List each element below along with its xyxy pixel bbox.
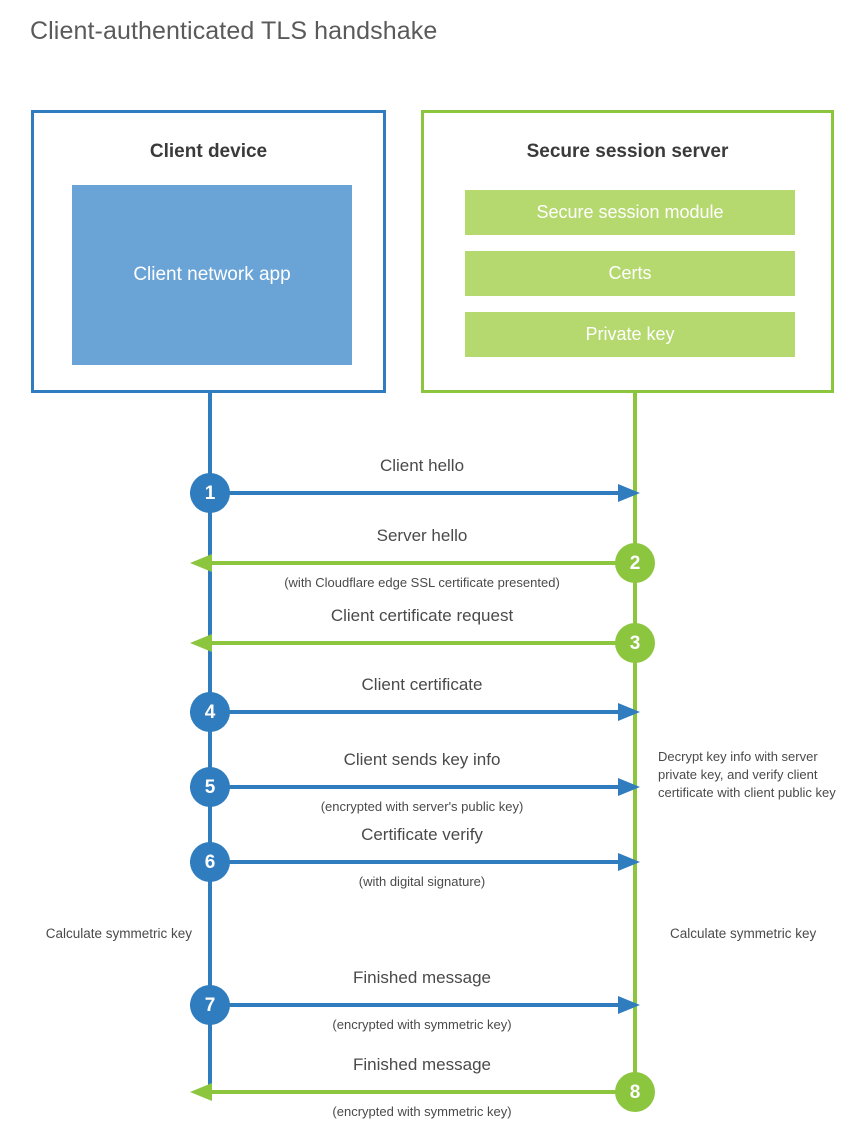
arrow-left-icon [190,634,640,652]
step-badge-4: 4 [190,692,230,732]
server-module-secure-session: Secure session module [465,190,795,235]
client-device-title: Client device [149,141,268,162]
message-5-label: Client sends key info [343,750,501,769]
message-6-sublabel: (with digital signature) [358,874,486,889]
note-decrypt-key-info: Decrypt key info with server private key… [658,749,836,800]
message-7-label: Finished message [353,968,491,987]
note-calculate-symmetric-key-client: Calculate symmetric key [45,926,192,941]
step-badge-7: 7 [190,985,230,1025]
arrow-right-icon [190,853,640,871]
message-8-sublabel: (encrypted with symmetric key) [332,1104,512,1119]
step-badge-2: 2 [615,543,655,583]
page-title: Client-authenticated TLS handshake [30,17,438,45]
server-module-certs: Certs [465,251,795,296]
message-3-label: Client certificate request [330,606,514,625]
arrow-right-icon [190,996,640,1014]
step-badge-5: 5 [190,767,230,807]
note-calculate-symmetric-key-server: Calculate symmetric key [670,926,817,941]
step-badge-3: 3 [615,623,655,663]
secure-session-server-box: Secure session server Secure session mod… [421,110,834,393]
message-2-label: Server hello [376,526,468,545]
arrow-right-icon [190,778,640,796]
arrow-left-icon [190,1083,640,1101]
server-module-list: Secure session module Certs Private key [465,190,795,357]
step-badge-8: 8 [615,1072,655,1112]
server-lifeline [633,392,637,1095]
message-8-label: Finished message [353,1055,491,1074]
message-4-label: Client certificate [361,675,483,694]
arrow-right-icon [190,703,640,721]
secure-session-server-title: Secure session server [526,141,729,162]
client-lifeline [208,392,212,1095]
client-network-app-block: Client network app [72,185,352,365]
step-badge-1: 1 [190,473,230,513]
server-module-private-key: Private key [465,312,795,357]
step-badge-6: 6 [190,842,230,882]
client-device-box: Client device Client network app [31,110,386,393]
message-7-sublabel: (encrypted with symmetric key) [332,1017,512,1032]
message-5-sublabel: (encrypted with server's public key) [320,799,524,814]
arrow-left-icon [190,554,640,572]
message-2-sublabel: (with Cloudflare edge SSL certificate pr… [284,575,560,590]
message-6-label: Certificate verify [361,825,483,844]
message-1-label: Client hello [379,456,465,475]
arrow-right-icon [190,484,640,502]
